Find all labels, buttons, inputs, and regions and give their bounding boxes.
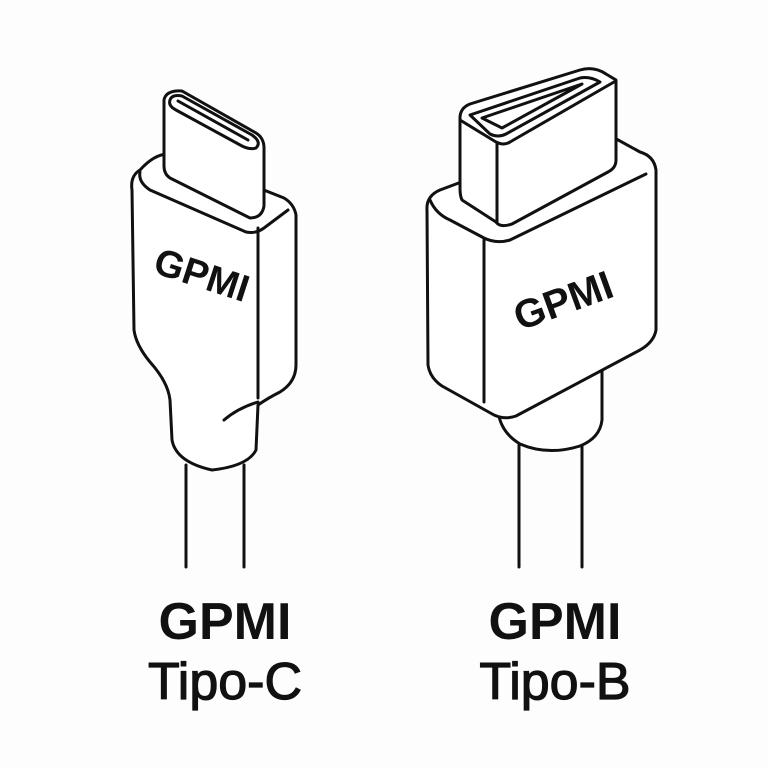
type-b-label-line2: Tipo-B [479, 653, 631, 711]
type-b-label: GPMI Tipo-B [440, 593, 670, 711]
type-b-connector: GPMI [425, 67, 658, 569]
type-b-port-inner [480, 82, 584, 130]
type-c-plug [162, 89, 266, 220]
type-c-connector: GPMI [130, 89, 298, 569]
type-b-top-edge [428, 172, 648, 244]
type-c-label-line2: Tipo-C [147, 653, 303, 711]
type-c-crease [222, 400, 260, 422]
type-c-label: GPMI Tipo-C [110, 593, 340, 711]
type-b-plug-top-edge [458, 80, 616, 146]
type-c-top-edge [138, 170, 290, 234]
type-c-label-line1: GPMI [158, 593, 292, 651]
type-c-port-inner [176, 99, 250, 142]
type-b-label-line1: GPMI [488, 593, 622, 651]
